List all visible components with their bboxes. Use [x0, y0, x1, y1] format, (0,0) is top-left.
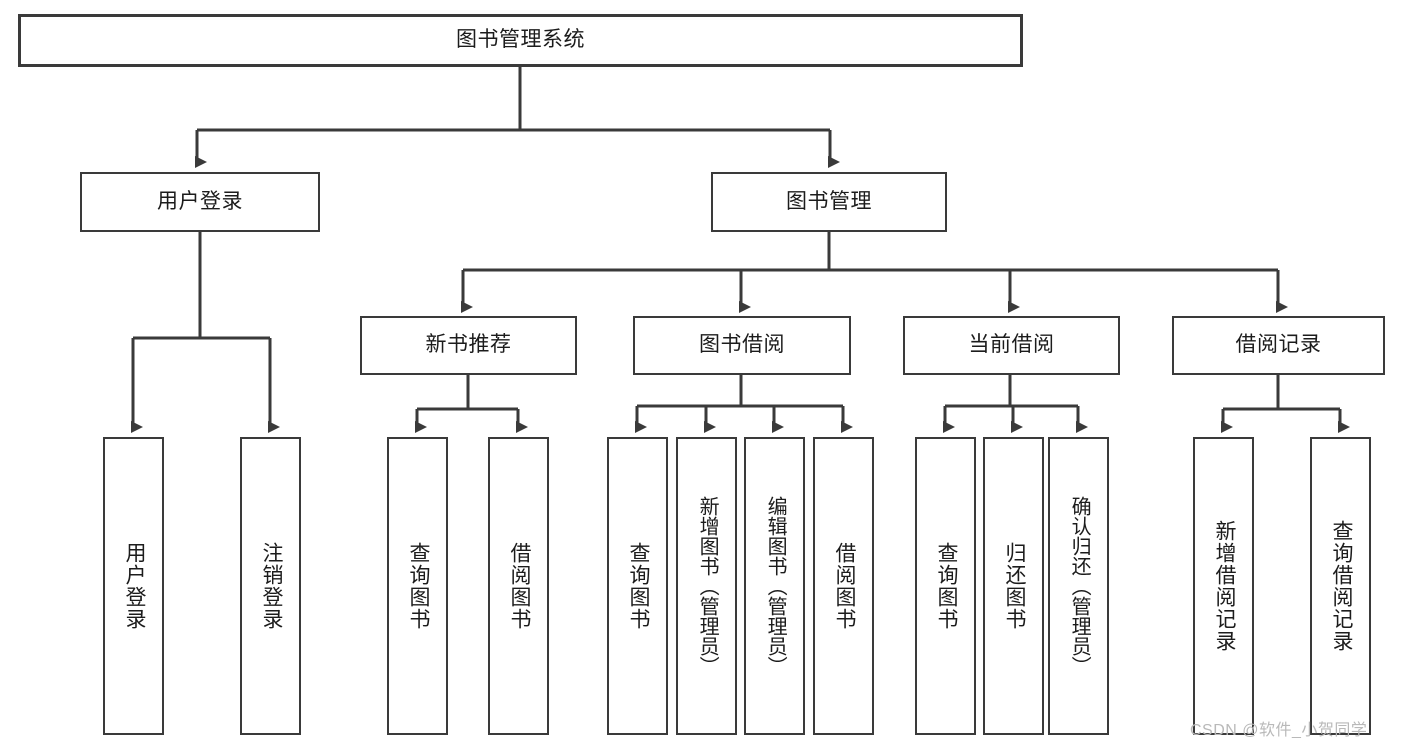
node-new-book-recommend[interactable]: 新书推荐 [360, 316, 577, 375]
node-label: 新增图书（管理员） [696, 496, 719, 676]
node-label: 借阅图书 [832, 542, 856, 630]
leaf-query-book-nb[interactable]: 查询图书 [387, 437, 448, 735]
node-label: 图书借阅 [699, 333, 785, 357]
leaf-add-borrow-record[interactable]: 新增借阅记录 [1193, 437, 1254, 735]
leaf-logout[interactable]: 注销登录 [240, 437, 301, 735]
leaf-borrow-book-bb[interactable]: 借阅图书 [813, 437, 874, 735]
leaf-return-book[interactable]: 归还图书 [983, 437, 1044, 735]
node-borrow-record[interactable]: 借阅记录 [1172, 316, 1385, 375]
node-label: 用户登录 [157, 189, 243, 213]
node-label: 借阅图书 [507, 542, 531, 630]
leaf-query-borrow-record[interactable]: 查询借阅记录 [1310, 437, 1371, 735]
node-root-book-management-system[interactable]: 图书管理系统 [18, 14, 1023, 67]
node-label: 查询图书 [406, 542, 430, 630]
leaf-user-login[interactable]: 用户登录 [103, 437, 164, 735]
leaf-add-book-admin[interactable]: 新增图书（管理员） [676, 437, 737, 735]
leaf-borrow-book-nb[interactable]: 借阅图书 [488, 437, 549, 735]
node-label: 归还图书 [1002, 542, 1026, 630]
node-label: 新增借阅记录 [1212, 520, 1236, 652]
node-label: 当前借阅 [968, 333, 1055, 357]
node-label: 借阅记录 [1235, 333, 1322, 357]
node-label: 编辑图书（管理员） [764, 496, 787, 676]
leaf-confirm-return-admin[interactable]: 确认归还（管理员） [1048, 437, 1109, 735]
node-label: 图书管理系统 [456, 28, 585, 52]
leaf-query-book-bb[interactable]: 查询图书 [607, 437, 668, 735]
node-current-borrow[interactable]: 当前借阅 [903, 316, 1120, 375]
node-book-management[interactable]: 图书管理 [711, 172, 947, 232]
node-label: 查询借阅记录 [1329, 520, 1353, 652]
leaf-edit-book-admin[interactable]: 编辑图书（管理员） [744, 437, 805, 735]
node-label: 图书管理 [786, 189, 872, 213]
node-label: 注销登录 [259, 542, 283, 630]
node-user-login[interactable]: 用户登录 [80, 172, 320, 232]
node-label: 查询图书 [626, 542, 650, 630]
node-label: 查询图书 [934, 542, 958, 630]
node-book-borrow[interactable]: 图书借阅 [633, 316, 851, 375]
node-label: 确认归还（管理员） [1068, 496, 1091, 676]
leaf-query-book-cb[interactable]: 查询图书 [915, 437, 976, 735]
node-label: 用户登录 [122, 542, 146, 630]
node-label: 新书推荐 [425, 333, 512, 357]
